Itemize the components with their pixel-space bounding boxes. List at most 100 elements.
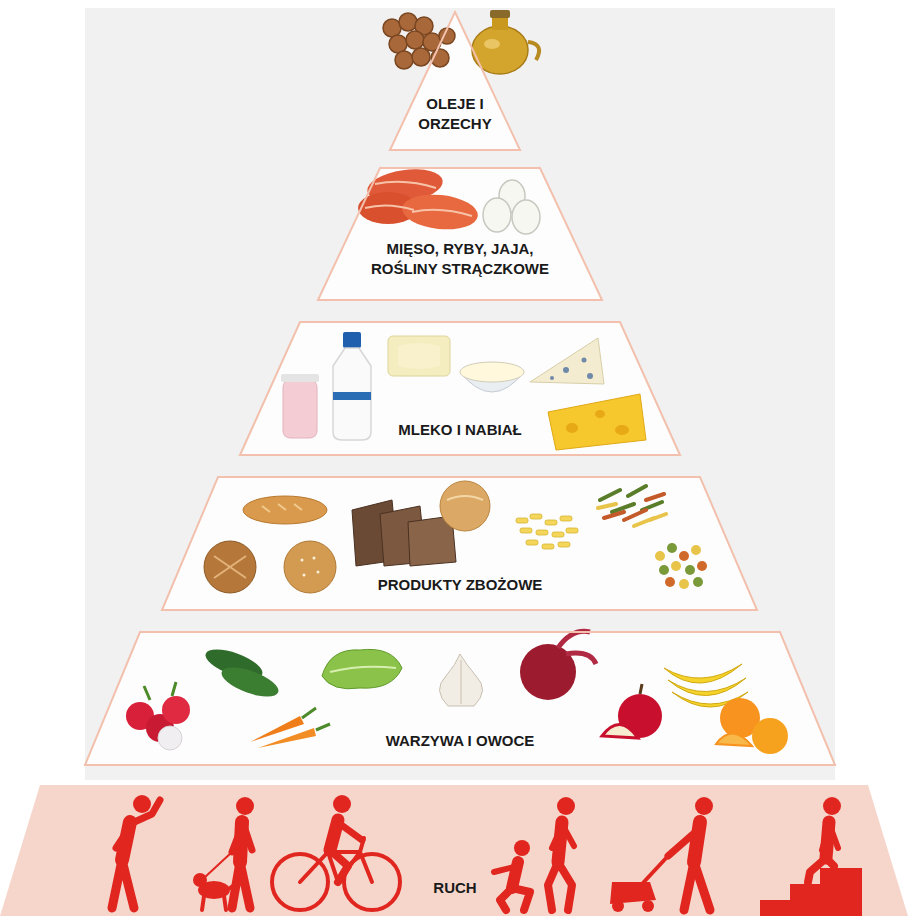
orange-picture bbox=[716, 733, 752, 746]
pyramid-tier: WARZYWA I OWOCE bbox=[85, 632, 835, 765]
banana-picture bbox=[664, 664, 742, 683]
squat-silhouette bbox=[514, 840, 530, 856]
mixed-pasta-picture bbox=[667, 543, 677, 553]
mixed-pasta-picture bbox=[693, 577, 703, 587]
eggs-picture bbox=[483, 180, 540, 234]
pyramid-tier: RUCH bbox=[0, 785, 908, 916]
orange-picture bbox=[752, 718, 788, 754]
tier-label: PRODUKTY ZBOŻOWE bbox=[350, 575, 570, 595]
bread-picture bbox=[317, 571, 320, 574]
pyramid-ground bbox=[85, 8, 835, 780]
pasta-picture bbox=[542, 544, 554, 549]
movement-band bbox=[0, 785, 908, 916]
yogurt-picture bbox=[283, 380, 317, 438]
radish-picture bbox=[126, 682, 190, 750]
runner-silhouette bbox=[548, 862, 572, 910]
tier-fill bbox=[240, 322, 680, 455]
yellow-cheese-picture bbox=[615, 425, 629, 435]
exercise-silhouette bbox=[112, 795, 160, 908]
tier-fill bbox=[162, 477, 757, 610]
orange-picture bbox=[716, 698, 788, 754]
milk-bottle-picture bbox=[333, 348, 371, 440]
mixed-pasta-picture bbox=[655, 551, 665, 561]
mixed-pasta-picture bbox=[685, 565, 695, 575]
carrot-picture bbox=[258, 728, 316, 748]
pyramid-tier: PRODUKTY ZBOŻOWE bbox=[162, 477, 757, 610]
oil-jar-picture bbox=[528, 42, 539, 60]
cream-bowl-picture bbox=[460, 362, 524, 392]
mower-silhouette bbox=[695, 797, 713, 815]
bread-picture bbox=[313, 557, 316, 560]
mixed-pasta-picture bbox=[655, 543, 707, 589]
pyramid-tier: MLEKO I NABIAŁ bbox=[240, 322, 680, 455]
pasta-picture bbox=[526, 540, 538, 545]
garlic-picture bbox=[439, 654, 482, 706]
tier-label: MLEKO I NABIAŁ bbox=[360, 420, 560, 440]
dog-walker-silhouette bbox=[232, 826, 252, 852]
baguette-picture bbox=[243, 496, 327, 524]
tier-outline bbox=[390, 12, 520, 150]
milk-bottle-picture bbox=[343, 332, 361, 348]
exercise-silhouette bbox=[116, 800, 160, 848]
stairs-silhouette bbox=[760, 797, 862, 916]
pasta-picture bbox=[530, 514, 542, 519]
tier-outline bbox=[162, 477, 757, 610]
oil-jar-picture bbox=[490, 10, 510, 18]
tier-outline bbox=[318, 168, 602, 300]
nuts-picture bbox=[406, 31, 424, 49]
apple-picture bbox=[602, 724, 638, 738]
blue-cheese-picture bbox=[587, 373, 593, 379]
pasta-picture bbox=[536, 530, 548, 535]
stairs-silhouette bbox=[808, 858, 834, 882]
carrot-picture bbox=[302, 708, 330, 730]
baguette-picture bbox=[262, 504, 302, 512]
dog-walker-silhouette bbox=[204, 852, 232, 878]
lettuce-picture bbox=[322, 649, 402, 688]
squat-silhouette bbox=[500, 888, 530, 910]
nuts-picture bbox=[395, 51, 413, 69]
blue-cheese-picture bbox=[530, 338, 604, 384]
tier-fill bbox=[85, 632, 835, 765]
bread-picture bbox=[214, 556, 246, 578]
pyramid-ground bbox=[85, 8, 835, 780]
mower-silhouette bbox=[642, 856, 668, 884]
mixed-pasta-picture bbox=[697, 561, 707, 571]
pasta-picture bbox=[516, 514, 578, 549]
oil-jar-picture bbox=[484, 39, 500, 49]
pasta-picture bbox=[560, 516, 572, 521]
mower-silhouette bbox=[610, 797, 713, 912]
oil-jar-picture bbox=[472, 10, 539, 74]
mixed-pasta-picture bbox=[691, 545, 701, 555]
mower-silhouette bbox=[668, 828, 700, 856]
yellow-cheese-picture bbox=[566, 423, 578, 433]
tier-fill bbox=[318, 168, 602, 300]
pasta-picture bbox=[545, 520, 557, 525]
bread-picture bbox=[303, 574, 306, 577]
baguette-picture bbox=[243, 496, 327, 524]
bread-picture bbox=[284, 541, 336, 593]
squat-silhouette bbox=[494, 866, 518, 872]
nuts-picture bbox=[412, 48, 430, 66]
tricolor-pasta-picture bbox=[598, 486, 666, 526]
stairs-silhouette bbox=[822, 826, 838, 850]
nuts-picture bbox=[383, 13, 455, 69]
cyclist-silhouette bbox=[340, 824, 362, 840]
cucumber-picture bbox=[202, 643, 282, 702]
beetroot-picture bbox=[558, 631, 596, 664]
milk-bottle-picture bbox=[333, 332, 371, 440]
apple-picture bbox=[602, 684, 662, 738]
butter-picture bbox=[398, 343, 440, 369]
pyramid-tier: OLEJE I ORZECHY bbox=[390, 12, 520, 150]
blue-cheese-picture bbox=[582, 358, 587, 363]
tier-outline bbox=[318, 168, 602, 300]
bread-picture bbox=[204, 541, 256, 593]
blue-cheese-picture bbox=[563, 367, 569, 373]
roll-picture bbox=[447, 496, 483, 500]
tier-label: OLEJE I ORZECHY bbox=[407, 94, 503, 134]
garlic-picture bbox=[460, 660, 462, 704]
yellow-cheese-picture bbox=[548, 394, 646, 450]
cucumber-picture bbox=[218, 661, 282, 702]
yogurt-picture bbox=[281, 374, 319, 382]
bread-picture bbox=[204, 541, 336, 593]
